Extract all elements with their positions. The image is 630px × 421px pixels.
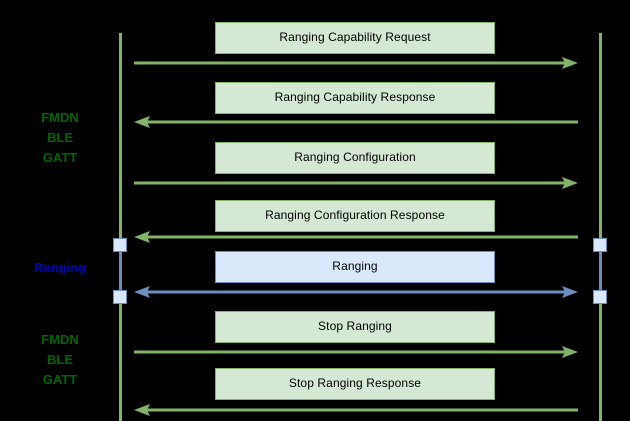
phase-label-fmdn-ble-gatt-bottom: FMDN BLE GATT bbox=[41, 332, 79, 387]
right-lifeline-green-lower bbox=[599, 297, 602, 421]
phase-label-ranging: Ranging bbox=[34, 260, 86, 275]
marker-left-ranging-end bbox=[113, 290, 127, 304]
message-box-stop-ranging-response: Stop Ranging Response bbox=[215, 368, 495, 400]
message-arrow-stop-ranging bbox=[134, 344, 578, 360]
marker-right-ranging-end bbox=[593, 290, 607, 304]
message-box-ranging: Ranging bbox=[215, 251, 495, 283]
message-arrow-ranging-bidirectional bbox=[134, 284, 578, 300]
message-box-ranging-configuration-response: Ranging Configuration Response bbox=[215, 200, 495, 232]
right-lifeline-blue bbox=[599, 243, 602, 297]
message-arrow-ranging-capability-response bbox=[134, 114, 578, 130]
message-box-stop-ranging: Stop Ranging bbox=[215, 311, 495, 343]
left-lifeline-blue bbox=[119, 243, 122, 297]
marker-left-ranging-start bbox=[113, 238, 127, 252]
message-arrow-ranging-capability-request bbox=[134, 55, 578, 71]
message-box-ranging-configuration: Ranging Configuration bbox=[215, 142, 495, 174]
message-arrow-ranging-configuration-response bbox=[134, 229, 578, 245]
marker-right-ranging-start bbox=[593, 238, 607, 252]
message-arrow-stop-ranging-response bbox=[134, 402, 578, 418]
phase-label-fmdn-ble-gatt-top: FMDN BLE GATT bbox=[41, 110, 79, 165]
message-box-ranging-capability-request: Ranging Capability Request bbox=[215, 22, 495, 54]
right-lifeline-green-upper bbox=[599, 33, 602, 243]
message-arrow-ranging-configuration bbox=[134, 175, 578, 191]
left-lifeline-green-lower bbox=[119, 297, 122, 421]
message-box-ranging-capability-response: Ranging Capability Response bbox=[215, 82, 495, 114]
left-lifeline-green-upper bbox=[119, 33, 122, 243]
